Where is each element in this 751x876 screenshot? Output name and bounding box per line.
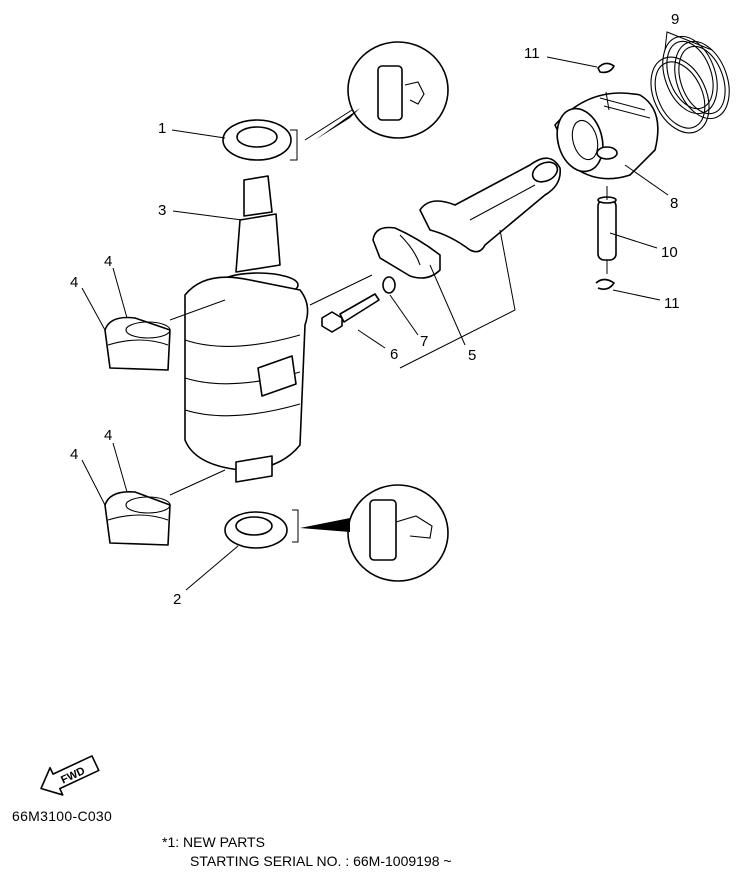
diagram-code: 66M3100-C030 [12,808,113,824]
fwd-arrow-icon: FWD [40,755,100,796]
pin-clip-upper [597,62,615,74]
oil-seal-lower [224,511,288,549]
note-serial: STARTING SERIAL NO. : 66M-1009198 ~ [190,853,452,869]
detail-circle-upper [304,41,449,141]
callout-numbers: 1 3 4 4 4 4 2 11 9 8 10 11 6 7 5 [70,11,680,608]
connecting-rod [372,157,562,279]
pin-clip-lower [595,278,615,290]
rod-bolt [321,293,380,333]
callout-1: 1 [158,120,166,137]
callout-4: 4 [70,274,78,291]
crankshaft [184,175,309,483]
piston [554,91,659,180]
callout-8: 8 [670,195,678,212]
callout-5: 5 [468,347,476,364]
callout-4: 4 [104,427,112,444]
bearing-upper [104,316,171,371]
leader-lines [81,56,669,591]
callout-4: 4 [70,446,78,463]
callout-4: 4 [104,253,112,270]
callout-11: 11 [524,45,540,62]
oil-seal-upper [222,119,292,161]
callout-2: 2 [173,591,181,608]
callout-6: 6 [390,346,398,363]
rod-washer [382,276,396,294]
callout-7: 7 [420,333,428,350]
callout-3: 3 [158,202,166,219]
fwd-label: FWD [59,765,87,786]
callout-10: 10 [661,244,678,261]
note-new-parts: *1: NEW PARTS [162,834,265,850]
callout-9: 9 [671,11,679,28]
piston-pin [597,186,617,274]
callout-11: 11 [664,295,680,312]
detail-circle-lower [300,484,449,582]
bearing-lower [104,490,171,546]
piston-rings [650,31,730,134]
